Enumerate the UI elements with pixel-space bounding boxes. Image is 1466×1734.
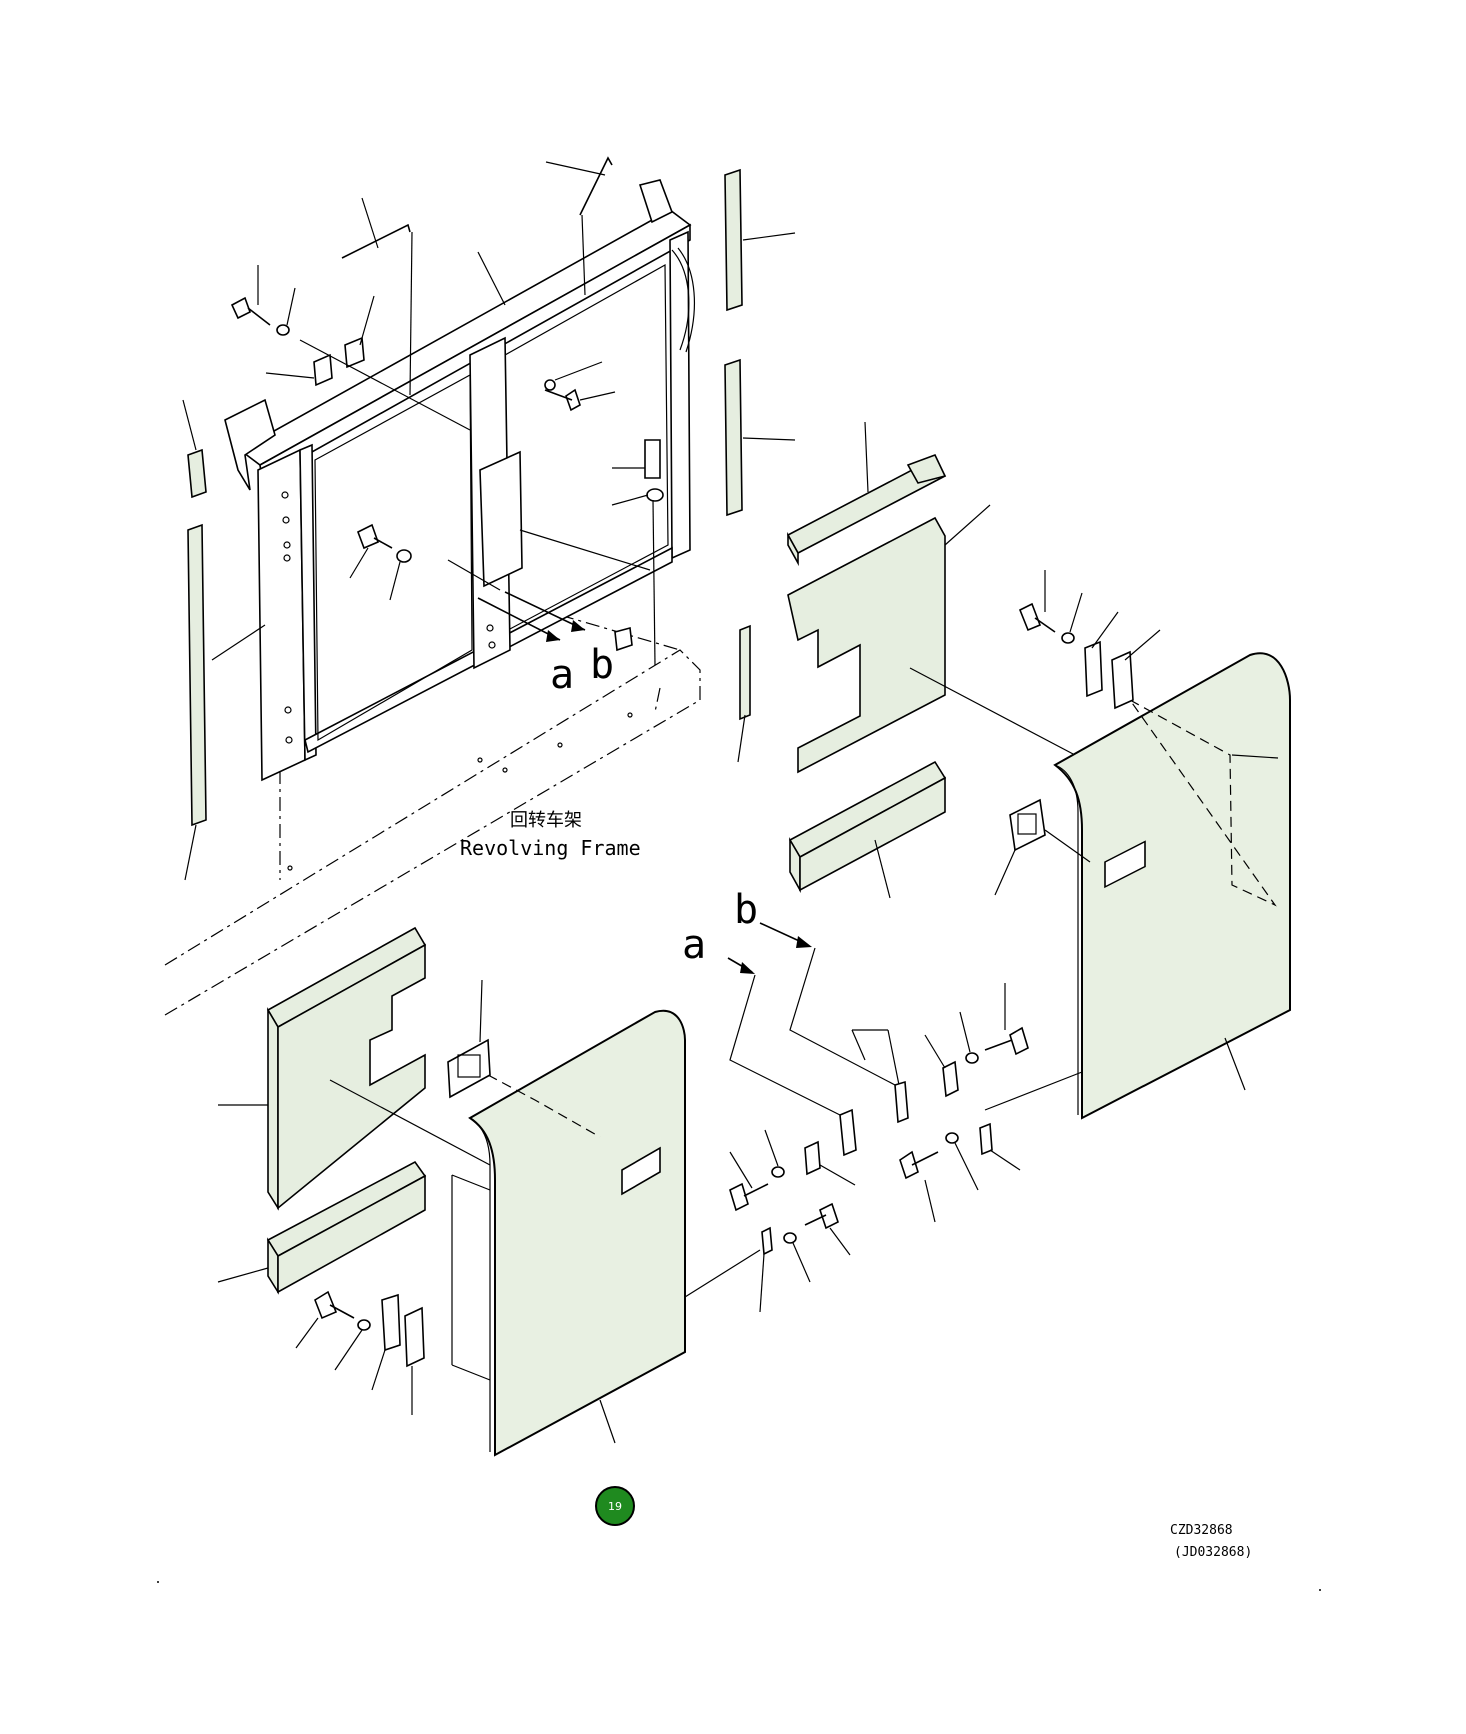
knob-icon bbox=[565, 388, 581, 412]
catch-icon bbox=[761, 1226, 773, 1256]
hinge-plate-icon bbox=[894, 1080, 909, 1124]
catch-icon bbox=[942, 1060, 959, 1098]
catch-icon bbox=[1111, 650, 1134, 710]
left-door-panel bbox=[451, 1009, 686, 1457]
socket-icon bbox=[614, 626, 633, 652]
nut-icon bbox=[544, 379, 556, 391]
right-seal-strips bbox=[724, 168, 796, 763]
latch-icon bbox=[1009, 798, 1046, 852]
washer-icon bbox=[1061, 632, 1075, 644]
hinge-icon bbox=[1084, 640, 1103, 698]
detail-label-b: b bbox=[734, 887, 758, 933]
bolt-icon bbox=[230, 265, 271, 326]
washer-icon bbox=[783, 1232, 797, 1244]
bolt-icon bbox=[1018, 602, 1042, 632]
radiator-guard-frame bbox=[224, 179, 695, 782]
revolving-frame-label-cn: 回转车架 bbox=[510, 810, 582, 831]
washer-icon bbox=[357, 1319, 371, 1331]
bolt-icon bbox=[314, 1290, 338, 1320]
hinge-plate-icon bbox=[839, 1108, 857, 1157]
washer-icon bbox=[396, 549, 412, 563]
view-label-a: a bbox=[550, 652, 574, 698]
latch-icon bbox=[447, 1038, 491, 1099]
page-number: 19 bbox=[608, 1500, 622, 1513]
washer-icon bbox=[276, 324, 290, 336]
washer-icon bbox=[945, 1132, 959, 1144]
bolt-icon bbox=[644, 439, 661, 479]
detail-hardware bbox=[684, 922, 1029, 1313]
label-plate-icon bbox=[621, 1146, 661, 1196]
revolving-frame-label-en: Revolving Frame bbox=[460, 836, 641, 860]
left-door-hardware bbox=[295, 1290, 425, 1415]
bolt-icon bbox=[899, 1150, 919, 1180]
catch-icon bbox=[979, 1122, 993, 1156]
bolt-icon bbox=[1009, 1026, 1029, 1056]
drawing-code-primary: CZD32868 bbox=[1170, 1523, 1233, 1538]
washer-icon bbox=[771, 1166, 785, 1178]
bracket-icon bbox=[344, 336, 365, 369]
left-seal-strips bbox=[182, 399, 266, 881]
bolt-icon bbox=[729, 1182, 749, 1212]
detail-label-a: a bbox=[682, 922, 706, 968]
latch-icon bbox=[804, 1140, 821, 1176]
washer-icon bbox=[646, 488, 664, 502]
right-door-panel bbox=[984, 652, 1291, 1120]
right-door-hardware bbox=[1018, 570, 1161, 710]
bolt-icon bbox=[819, 1202, 839, 1230]
hinge-icon bbox=[381, 1293, 401, 1352]
page-number-badge: 19 bbox=[595, 1486, 635, 1526]
left-foam-pads bbox=[217, 926, 491, 1295]
bolt-icon bbox=[356, 523, 380, 550]
left-door-latch bbox=[447, 979, 491, 1099]
right-foam-pads bbox=[786, 421, 1076, 899]
top-hardware bbox=[230, 156, 664, 666]
catch-icon bbox=[404, 1306, 425, 1368]
view-label-b: b bbox=[590, 642, 614, 688]
washer-icon bbox=[965, 1052, 979, 1064]
bracket-icon bbox=[313, 353, 333, 387]
drawing-code-secondary: (JD032868) bbox=[1174, 1545, 1252, 1560]
